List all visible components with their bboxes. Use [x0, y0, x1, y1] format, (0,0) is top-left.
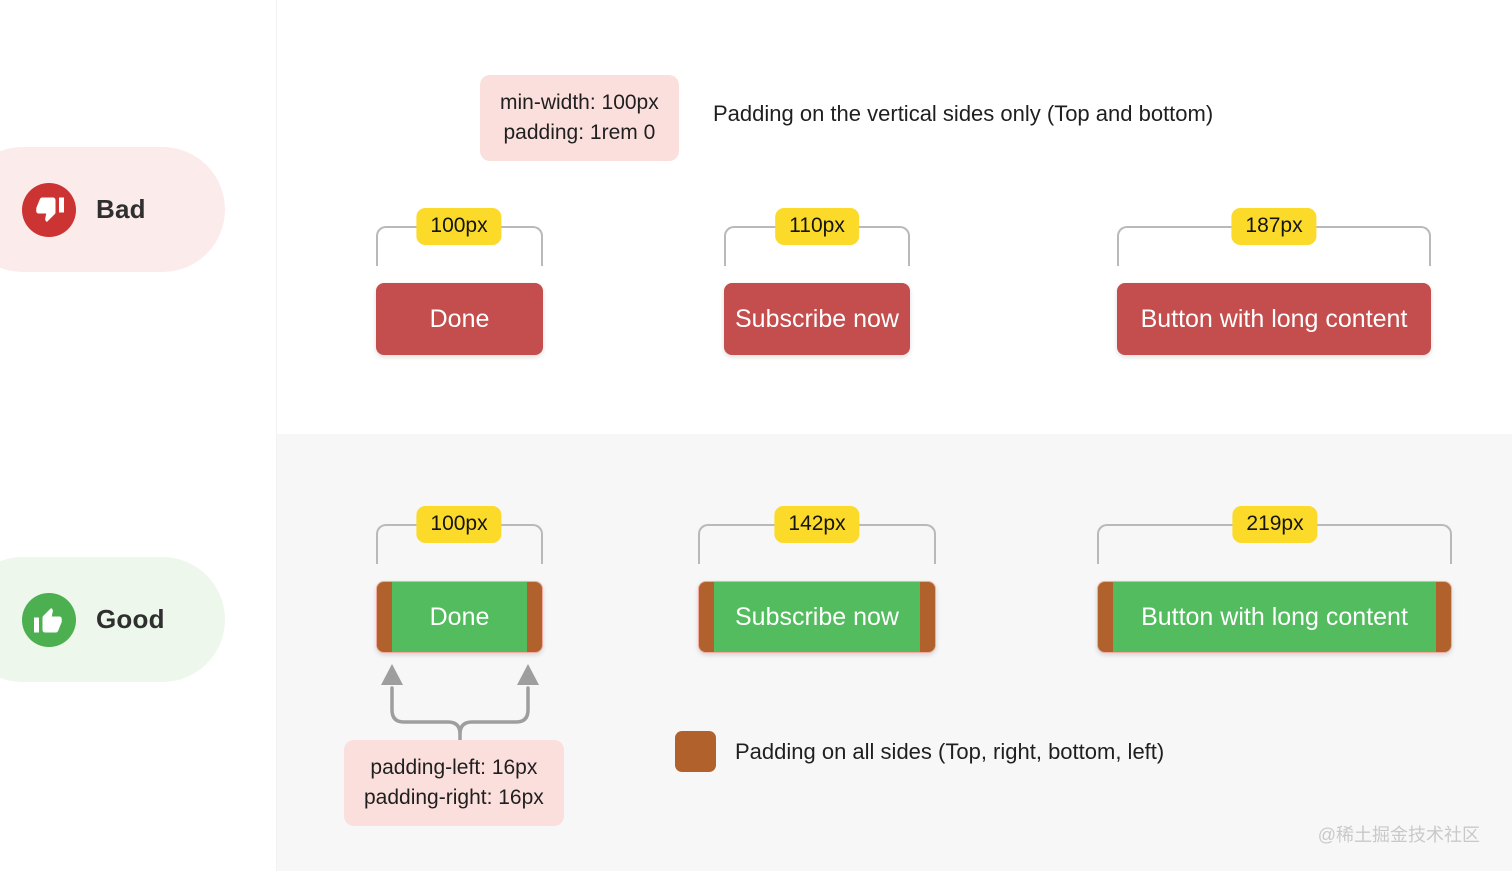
thumbs-down-icon: [22, 182, 76, 237]
good-button-done[interactable]: Done: [376, 581, 543, 653]
measure-badge: 187px: [1231, 208, 1317, 245]
button-label: Button with long content: [1141, 602, 1408, 631]
padding-callout-connector: [381, 664, 539, 748]
measure-badge: 110px: [775, 208, 859, 245]
note-bottom-line1: padding-left: 16px: [370, 756, 538, 779]
measure-badge: 100px: [416, 208, 502, 245]
legend-color-swatch: [675, 731, 716, 772]
padding-right-indicator: [1436, 582, 1451, 652]
measure-badge: 100px: [416, 506, 502, 543]
padding-left-indicator: [1098, 582, 1113, 652]
padding-legend: Padding on all sides (Top, right, bottom…: [675, 731, 1164, 772]
good-button-long-content[interactable]: Button with long content: [1097, 581, 1452, 653]
bad-button-subscribe[interactable]: Subscribe now: [724, 283, 910, 355]
note-top-line1: min-width: 100px: [500, 91, 659, 114]
padding-right-indicator: [920, 582, 935, 652]
measure-badge: 142px: [774, 506, 860, 543]
padding-left-indicator: [699, 582, 714, 652]
caption-vertical-padding: Padding on the vertical sides only (Top …: [713, 101, 1214, 126]
thumbs-up-icon: [22, 592, 76, 647]
verdict-rail: Bad Good: [0, 0, 277, 871]
button-label: Done: [429, 304, 490, 333]
good-button-subscribe[interactable]: Subscribe now: [698, 581, 936, 653]
verdict-label-bad: Bad: [96, 194, 146, 224]
note-bottom-line2: padding-right: 16px: [364, 785, 544, 809]
note-padding-left-right: padding-left: 16px padding-right: 16px: [344, 740, 564, 826]
verdict-badge-bad: Bad: [0, 147, 225, 272]
button-label: Subscribe now: [735, 602, 899, 631]
button-label: Subscribe now: [735, 304, 899, 333]
bad-button-long-content[interactable]: Button with long content: [1117, 283, 1431, 355]
verdict-label-good: Good: [96, 604, 165, 634]
bad-button-done[interactable]: Done: [376, 283, 543, 355]
note-min-width-padding: min-width: 100px padding: 1rem 0: [480, 75, 679, 161]
measure-badge: 219px: [1232, 506, 1318, 543]
watermark: @稀土掘金技术社区: [1317, 825, 1480, 845]
button-label: Button with long content: [1140, 304, 1408, 333]
padding-right-indicator: [527, 582, 542, 652]
padding-left-indicator: [377, 582, 392, 652]
legend-label: Padding on all sides (Top, right, bottom…: [735, 738, 1165, 764]
verdict-badge-good: Good: [0, 557, 225, 682]
button-label: Done: [429, 602, 490, 631]
note-top-line2: padding: 1rem 0: [503, 120, 656, 144]
